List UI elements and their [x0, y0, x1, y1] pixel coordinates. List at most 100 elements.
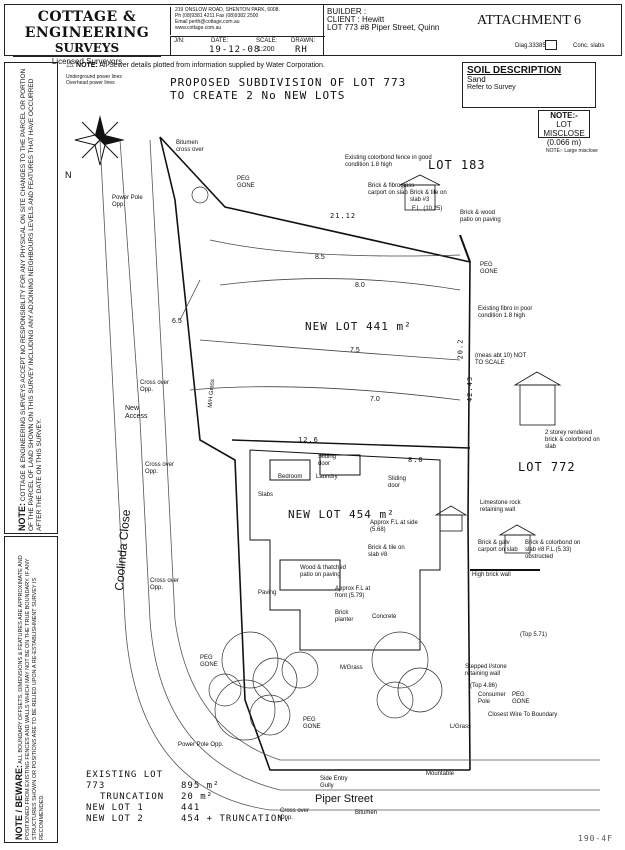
high-brick-wall: High brick wall: [472, 572, 511, 578]
attachment-label: ATTACHMENT 6: [477, 13, 582, 28]
brick-wood-patio: Brick & wood patio on paving: [460, 210, 501, 223]
closest-wire: Closest Wire To Boundary: [488, 712, 558, 718]
contour-7-5: 7.5: [350, 347, 360, 354]
brick-galv-carport: Brick & galv carport on slab: [478, 540, 518, 553]
proposed-line2: TO CREATE 2 No NEW LOTS: [170, 89, 346, 102]
bearing-left: 42.43: [466, 375, 475, 403]
soil-description: SOIL DESCRIPTION Sand Refer to Survey: [462, 62, 596, 108]
cross-over-4: Cross over Opp.: [280, 808, 310, 821]
paving: Paving: [258, 590, 277, 596]
dim-12-6: 12.6: [298, 436, 319, 444]
brick-planter: Brick planter: [335, 610, 354, 623]
mountable: Mountable: [426, 771, 455, 777]
fl-1025: F.L. (10.25): [412, 206, 443, 212]
large-misclose-note: NOTE:- Large misclose: [546, 148, 598, 154]
builder-label: BUILDER :: [327, 7, 367, 16]
lot-772: LOT 772: [518, 460, 576, 474]
company-name-line2: SURVEYS: [54, 41, 120, 55]
brick-tile-8: Brick & tile on slab #8: [368, 545, 405, 558]
area-row-value: 20 m²: [181, 792, 214, 802]
bitumen-bottom: Bitumen: [355, 810, 378, 816]
area-row-label: TRUNCATION: [100, 792, 165, 802]
street-piper: Piper Street: [315, 793, 374, 805]
new-access: New Access: [125, 405, 148, 420]
laundry: Laundry: [316, 474, 338, 480]
side-entry-gully: Side Entry Gully: [320, 776, 348, 789]
licensed-surveyors: Licensed Surveyors: [51, 57, 123, 66]
responsibility-note: NOTE: COTTAGE & ENGINEERING SURVEYS ACCE…: [4, 62, 58, 534]
drawn-value: RH: [295, 45, 308, 55]
address-line: Email perth@cottage.com.au: [175, 19, 240, 25]
bitumen-top: Bitumen cross over: [176, 140, 204, 153]
storey-note: 2 storey rendered brick & colorbond on s…: [545, 430, 600, 450]
area-row-label: EXISTING LOT 773: [86, 770, 164, 791]
power-lines-legend: Underground power lines Overhead power l…: [66, 74, 122, 86]
bearing-top: 21.12: [330, 212, 357, 220]
slabs: Slabs: [258, 492, 274, 498]
misclose-value: (0.066 m): [546, 138, 582, 147]
concrete: Concrete: [372, 614, 397, 620]
trees: [191, 186, 443, 741]
area-row: NEW LOT 1 441: [86, 803, 290, 814]
wood-thatched-patio: Wood & thatched patio on paving: [300, 565, 346, 578]
contour-lines: [179, 239, 461, 401]
company-logo: COTTAGE & ENGINEERING SURVEYS Licensed S…: [7, 7, 167, 66]
svg-text:N: N: [65, 170, 72, 180]
area-row-value: 454 + TRUNCATION.: [181, 814, 291, 824]
subdivision-line: [231, 439, 471, 449]
date-label: DATE:: [211, 38, 229, 44]
consumer-pole: Consumer Pole: [478, 692, 506, 705]
soil-type: Sand: [467, 75, 486, 84]
misclose-text: LOT MISCLOSE: [543, 120, 585, 138]
area-row-value: 441: [181, 803, 201, 813]
power-underground: Underground power lines: [66, 74, 122, 80]
contour-8-5: 8.5: [315, 254, 325, 261]
peg-gone-5: PEG GONE: [512, 692, 530, 705]
dim-8-0: 8.0: [408, 456, 424, 464]
drawn-label: DRAWN:: [291, 38, 316, 44]
area-row-label: NEW LOT 2: [86, 814, 144, 824]
peg-gone-1: PEG GONE: [237, 176, 255, 189]
limestone-wall: Limestone rock retaining wall: [480, 500, 521, 513]
top-571: (Top 5.71): [520, 632, 548, 638]
power-pole-top: Power Pole Opp.: [112, 195, 143, 208]
area-row-label: NEW LOT 1: [86, 803, 144, 813]
warning-icon: ⚠: [66, 59, 75, 69]
client-info: BUILDER : CLIENT : Hewitt LOT 773 #8 Pip…: [323, 5, 477, 55]
job-label: J/N:: [174, 38, 185, 44]
stepped-wall: Stepped l/stone retaining wall: [465, 664, 507, 677]
top-486: (Top 4.86): [470, 683, 498, 689]
peg-gone-3: PEG GONE: [200, 655, 218, 668]
responsibility-text: COTTAGE & ENGINEERING SURVEYS ACCEPT NO …: [20, 68, 43, 531]
address-line: Ph (08)9381 4211 Fax (08)9382 2500: [175, 13, 259, 19]
client-line: CLIENT : Hewitt: [327, 15, 385, 24]
bearing-right: 20.2: [456, 338, 465, 360]
proposed-title: PROPOSED SUBDIVISION OF LOT 773 TO CREAT…: [170, 76, 406, 102]
sewer-note: ⚠ NOTE: All Sewer details plotted from i…: [66, 60, 436, 70]
survey-plan: N: [65, 115, 600, 811]
lot-183: LOT 183: [428, 158, 486, 172]
sewer-note-text: All Sewer details plotted from informati…: [99, 62, 325, 69]
title-block: COTTAGE & ENGINEERING SURVEYS Licensed S…: [4, 4, 622, 66]
power-overhead: Overhead power lines: [66, 80, 115, 86]
contour-6-5: 6.5: [172, 318, 182, 325]
drawing-info-row: J/N: DATE: 19-12-08 SCALE: 1:200 DRAWN: …: [170, 36, 325, 56]
sliding-door-1: Sliding door: [318, 454, 337, 467]
cross-over-1: Cross over Opp.: [140, 380, 170, 393]
colorbond-fence: Existing colorbond fence in good conditi…: [345, 155, 432, 168]
mgrass-2: M/Grass: [340, 665, 363, 671]
lot-new-441: NEW LOT 441 m²: [305, 320, 412, 333]
company-name-line1: COTTAGE & ENGINEERING: [24, 9, 150, 41]
sewer-note-prefix: NOTE:: [76, 62, 98, 69]
area-row: TRUNCATION 20 m²: [86, 792, 290, 803]
north-arrow-icon: N: [65, 115, 125, 180]
lot-new-454: NEW LOT 454 m²: [288, 508, 395, 521]
bedroom: Bedroom: [278, 474, 303, 480]
brick-fibro-carport: Brick & fibroglass carport on slab: [368, 183, 415, 196]
brick-tile-3: Brick & tile on slab #3: [410, 190, 447, 203]
lot-line: LOT 773 #8 Piper Street, Quinn: [327, 23, 440, 32]
proposed-line1: PROPOSED SUBDIVISION OF LOT 773: [170, 76, 407, 89]
contour-7-0: 7.0: [370, 396, 380, 403]
